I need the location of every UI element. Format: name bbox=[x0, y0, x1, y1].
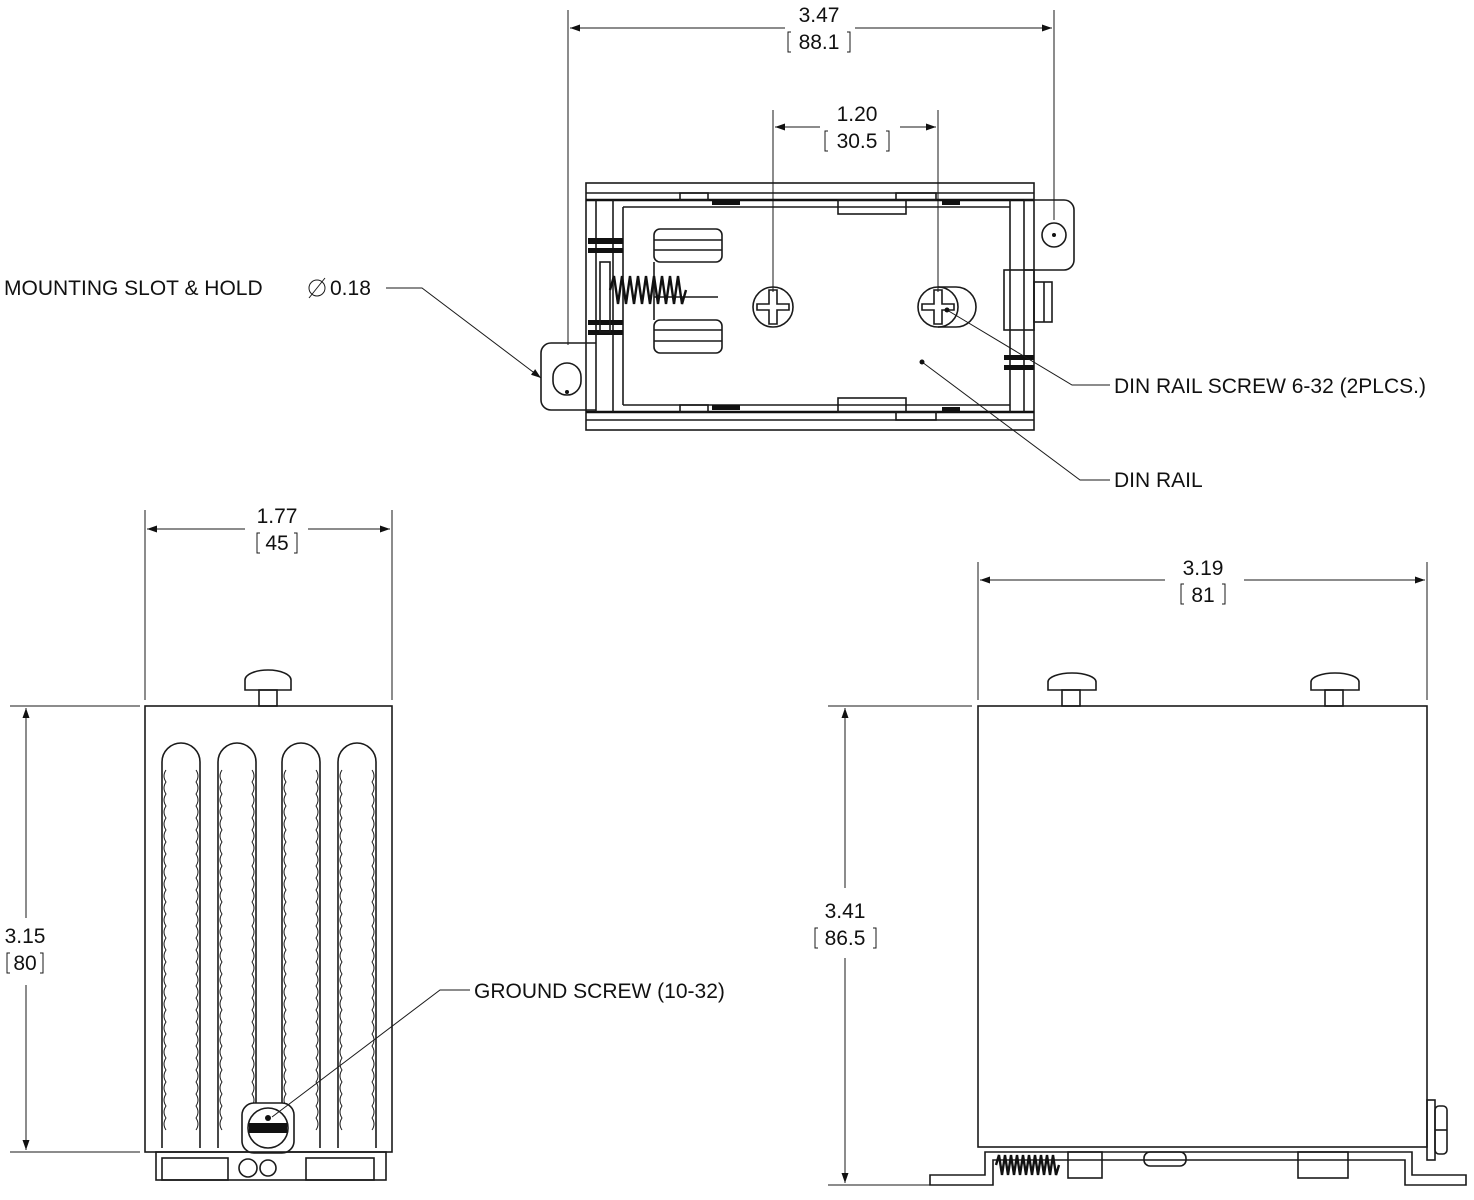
callout-din-rail-screw: DIN RAIL SCREW 6-32 (2PLCS.) bbox=[1114, 375, 1426, 398]
front-view: 1.77 45 3.15 80 bbox=[5, 505, 725, 1181]
front-din-rail-base bbox=[155, 1151, 387, 1181]
din-rail-screw-left bbox=[752, 286, 794, 328]
clip bbox=[653, 228, 723, 263]
mounting-hole-tab bbox=[1024, 199, 1075, 271]
spring bbox=[608, 275, 688, 305]
dim-spacing-in: 1.20 bbox=[837, 103, 878, 126]
dim-top-width-in: 3.47 bbox=[799, 4, 840, 27]
leader-din-rail-screw bbox=[946, 309, 1110, 386]
bracket-mark bbox=[6, 952, 44, 974]
bracket-mark bbox=[787, 31, 851, 53]
bracket-mark bbox=[824, 130, 890, 152]
dim-side-width-mm: 81 bbox=[1191, 584, 1214, 607]
cooling-fins bbox=[161, 742, 377, 1148]
callout-ground-screw: GROUND SCREW (10-32) bbox=[474, 980, 725, 1003]
side-top-screw-left bbox=[1047, 672, 1097, 707]
dim-front-height-mm: 80 bbox=[13, 952, 36, 975]
front-view-body bbox=[144, 705, 393, 1153]
side-view-body bbox=[977, 705, 1428, 1148]
side-screw-right bbox=[1426, 1099, 1448, 1161]
callout-din-rail: DIN RAIL bbox=[1114, 469, 1203, 492]
bracket-mark bbox=[256, 532, 298, 554]
bracket-mark bbox=[1180, 583, 1226, 605]
dim-side-width-in: 3.19 bbox=[1183, 557, 1224, 580]
din-rail-screw-right bbox=[917, 286, 977, 328]
leader-din-rail bbox=[921, 361, 1110, 481]
mounting-slot-tab bbox=[540, 342, 596, 411]
diameter-icon bbox=[308, 277, 326, 299]
dim-front-height-in: 3.15 bbox=[5, 925, 46, 948]
front-top-screw bbox=[244, 669, 292, 707]
dim-side-height-mm: 86.5 bbox=[825, 927, 866, 950]
callout-mounting-slot: MOUNTING SLOT & HOLD bbox=[4, 277, 263, 300]
dim-front-width-in: 1.77 bbox=[257, 505, 298, 528]
leader-mounting-slot bbox=[386, 287, 542, 379]
dim-spacing-mm: 30.5 bbox=[837, 130, 878, 153]
dim-side-height-in: 3.41 bbox=[825, 900, 866, 923]
side-din-rail-base bbox=[929, 1151, 1467, 1186]
leader-ground-screw bbox=[271, 989, 470, 1118]
bracket-mark bbox=[814, 927, 877, 949]
dim-front-width-mm: 45 bbox=[265, 532, 288, 555]
dim-top-width-mm: 88.1 bbox=[799, 31, 840, 54]
callout-mounting-slot-dia: 0.18 bbox=[330, 277, 371, 300]
side-top-screw-right bbox=[1310, 672, 1360, 707]
ground-screw bbox=[241, 1102, 295, 1154]
side-view: 3.19 81 3.41 86.5 bbox=[814, 557, 1467, 1186]
top-view: 3.47 88.1 1.20 30.5 bbox=[4, 4, 1426, 492]
clip bbox=[653, 319, 723, 354]
spring bbox=[994, 1154, 1061, 1176]
